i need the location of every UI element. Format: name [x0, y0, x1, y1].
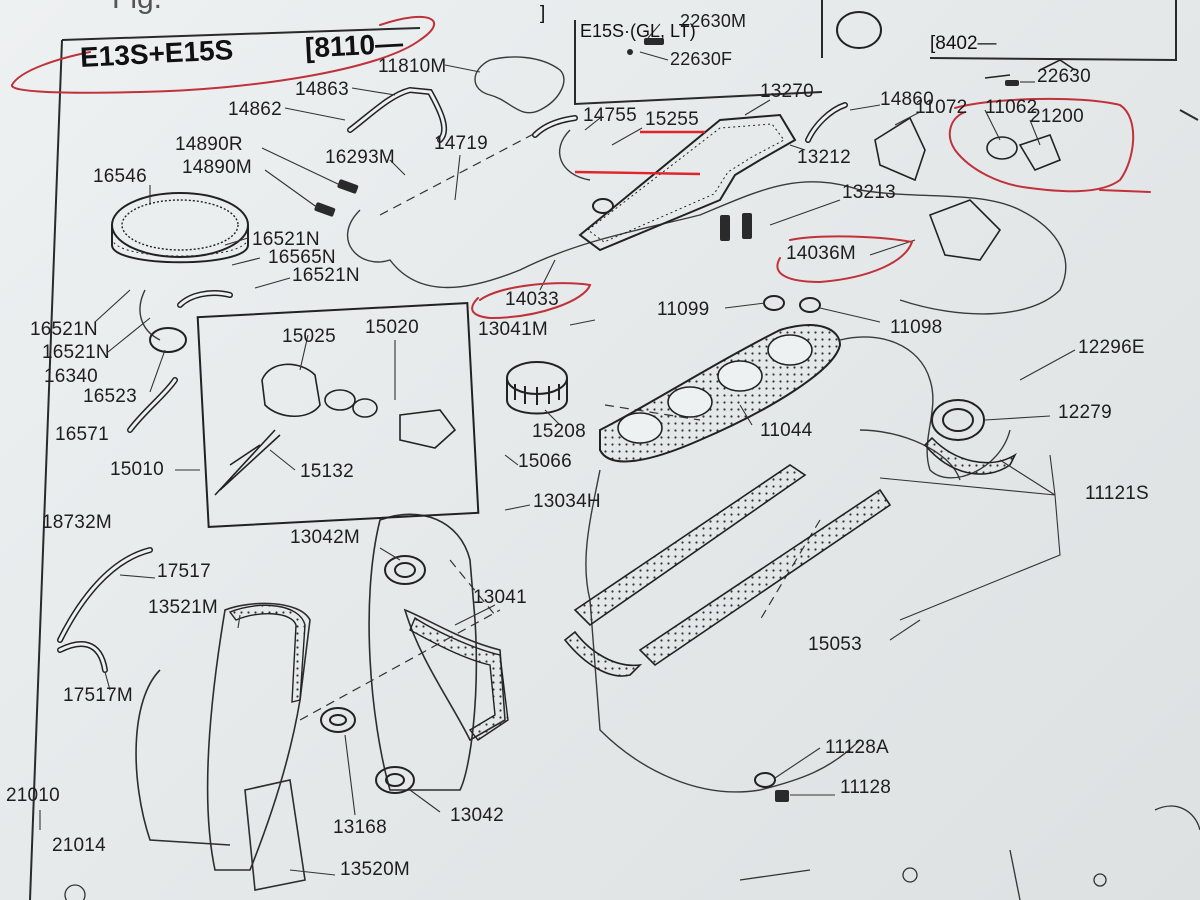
timing-cover-parts: [135, 513, 506, 891]
air-cleaner-element: [111, 192, 249, 264]
callout-12279: 12279: [1058, 402, 1112, 423]
callout-16521N-middle: 16521N: [292, 265, 360, 286]
thermostat-parts: [874, 59, 1076, 182]
callout-leaders: [39, 23, 1076, 876]
callout-16293M: 16293M: [325, 147, 395, 168]
callout-14863: 14863: [295, 79, 349, 100]
callout-15053: 15053: [808, 634, 862, 655]
oil-filter: [506, 11, 882, 415]
variant-label: E15S·(GL, LT): [580, 21, 696, 41]
callout-16521N-left-a: 16521N: [30, 319, 98, 340]
callout-14033: 14033: [505, 289, 559, 310]
callout-14890R: 14890R: [175, 134, 243, 155]
callout-15025: 15025: [282, 326, 336, 347]
callout-21014: 21014: [52, 835, 106, 856]
callout-16546: 16546: [93, 166, 147, 187]
callout-16523: 16523: [83, 386, 137, 407]
callout-11044: 11044: [760, 420, 813, 441]
callout-21200: 21200: [1030, 106, 1084, 127]
callout-11128: 11128: [840, 777, 892, 798]
callout-13520M: 13520M: [340, 859, 410, 880]
callout-16521N-left-b: 16521N: [42, 342, 110, 363]
callout-15066: 15066: [518, 451, 572, 472]
callout-15208: 15208: [532, 421, 586, 442]
callout-14862: 14862: [228, 99, 282, 120]
page-title-fragment: Fig.: [112, 0, 162, 14]
callout-15132: 15132: [300, 461, 354, 482]
callout-11098: 11098: [890, 317, 943, 338]
callout-13168: 13168: [333, 817, 387, 838]
callout-13041: 13041: [473, 587, 527, 608]
callout-16340: 16340: [44, 366, 98, 387]
hand-drawn-annotations: [11, 15, 1151, 320]
callout-11128A: 11128A: [825, 737, 889, 758]
callout-12296E: 12296E: [1078, 337, 1145, 358]
bracket-top-label: ]: [540, 3, 546, 24]
callout-13041M: 13041M: [478, 319, 548, 340]
callout-14036M: 14036M: [786, 243, 856, 264]
engine-block-outline: [139, 56, 1067, 793]
callout-21010: 21010: [6, 785, 60, 806]
callout-13042: 13042: [450, 805, 504, 826]
callout-18732M: 18732M: [42, 512, 112, 533]
callout-22630M: 22630M: [680, 11, 747, 31]
bracket-right-label: [8402—: [930, 33, 997, 54]
adjacent-figure-fragments: [64, 805, 1200, 900]
callout-13042M: 13042M: [290, 527, 360, 548]
callout-14755: 14755: [583, 105, 637, 126]
cylinder-head-gasket: [599, 324, 842, 463]
sensor-and-bolt-parts: [314, 38, 1019, 802]
callout-22630: 22630: [1037, 66, 1091, 87]
callout-15255: 15255: [645, 109, 699, 130]
callout-11810M: 11810M: [378, 56, 447, 77]
hose-inner-lines: [58, 88, 847, 672]
callout-11121S: 11121S: [1085, 483, 1149, 504]
oil-pump-assembly-frame: [196, 302, 480, 528]
callout-14890M: 14890M: [182, 157, 252, 178]
callout-15020: 15020: [365, 317, 419, 338]
callout-13521M: 13521M: [148, 597, 218, 618]
callout-13212: 13212: [797, 147, 851, 168]
callout-17517: 17517: [157, 561, 211, 582]
callout-13213: 13213: [842, 182, 896, 203]
callout-16521N-upper: 16521N: [252, 229, 320, 250]
callout-11072: 11072: [915, 97, 968, 118]
callout-14719: 14719: [434, 133, 488, 154]
rocker-cover-gasket: [578, 113, 797, 252]
callout-16565N: 16565N: [268, 247, 336, 268]
callout-16571: 16571: [55, 424, 109, 445]
callout-11099: 11099: [657, 299, 710, 320]
callout-14860: 14860: [880, 89, 934, 110]
callout-13034H: 13034H: [533, 491, 601, 512]
callout-15010: 15010: [110, 459, 164, 480]
highlight-underlines: [574, 130, 705, 176]
timing-cover-gasket: [228, 604, 509, 741]
oil-pump-parts: [214, 363, 457, 496]
callout-22630F: 22630F: [670, 49, 733, 69]
callout-11062: 11062: [985, 97, 1038, 118]
callout-13270: 13270: [760, 81, 814, 102]
oil-pan-gasket-set: [563, 199, 1017, 677]
callout-17517M: 17517M: [63, 685, 133, 706]
